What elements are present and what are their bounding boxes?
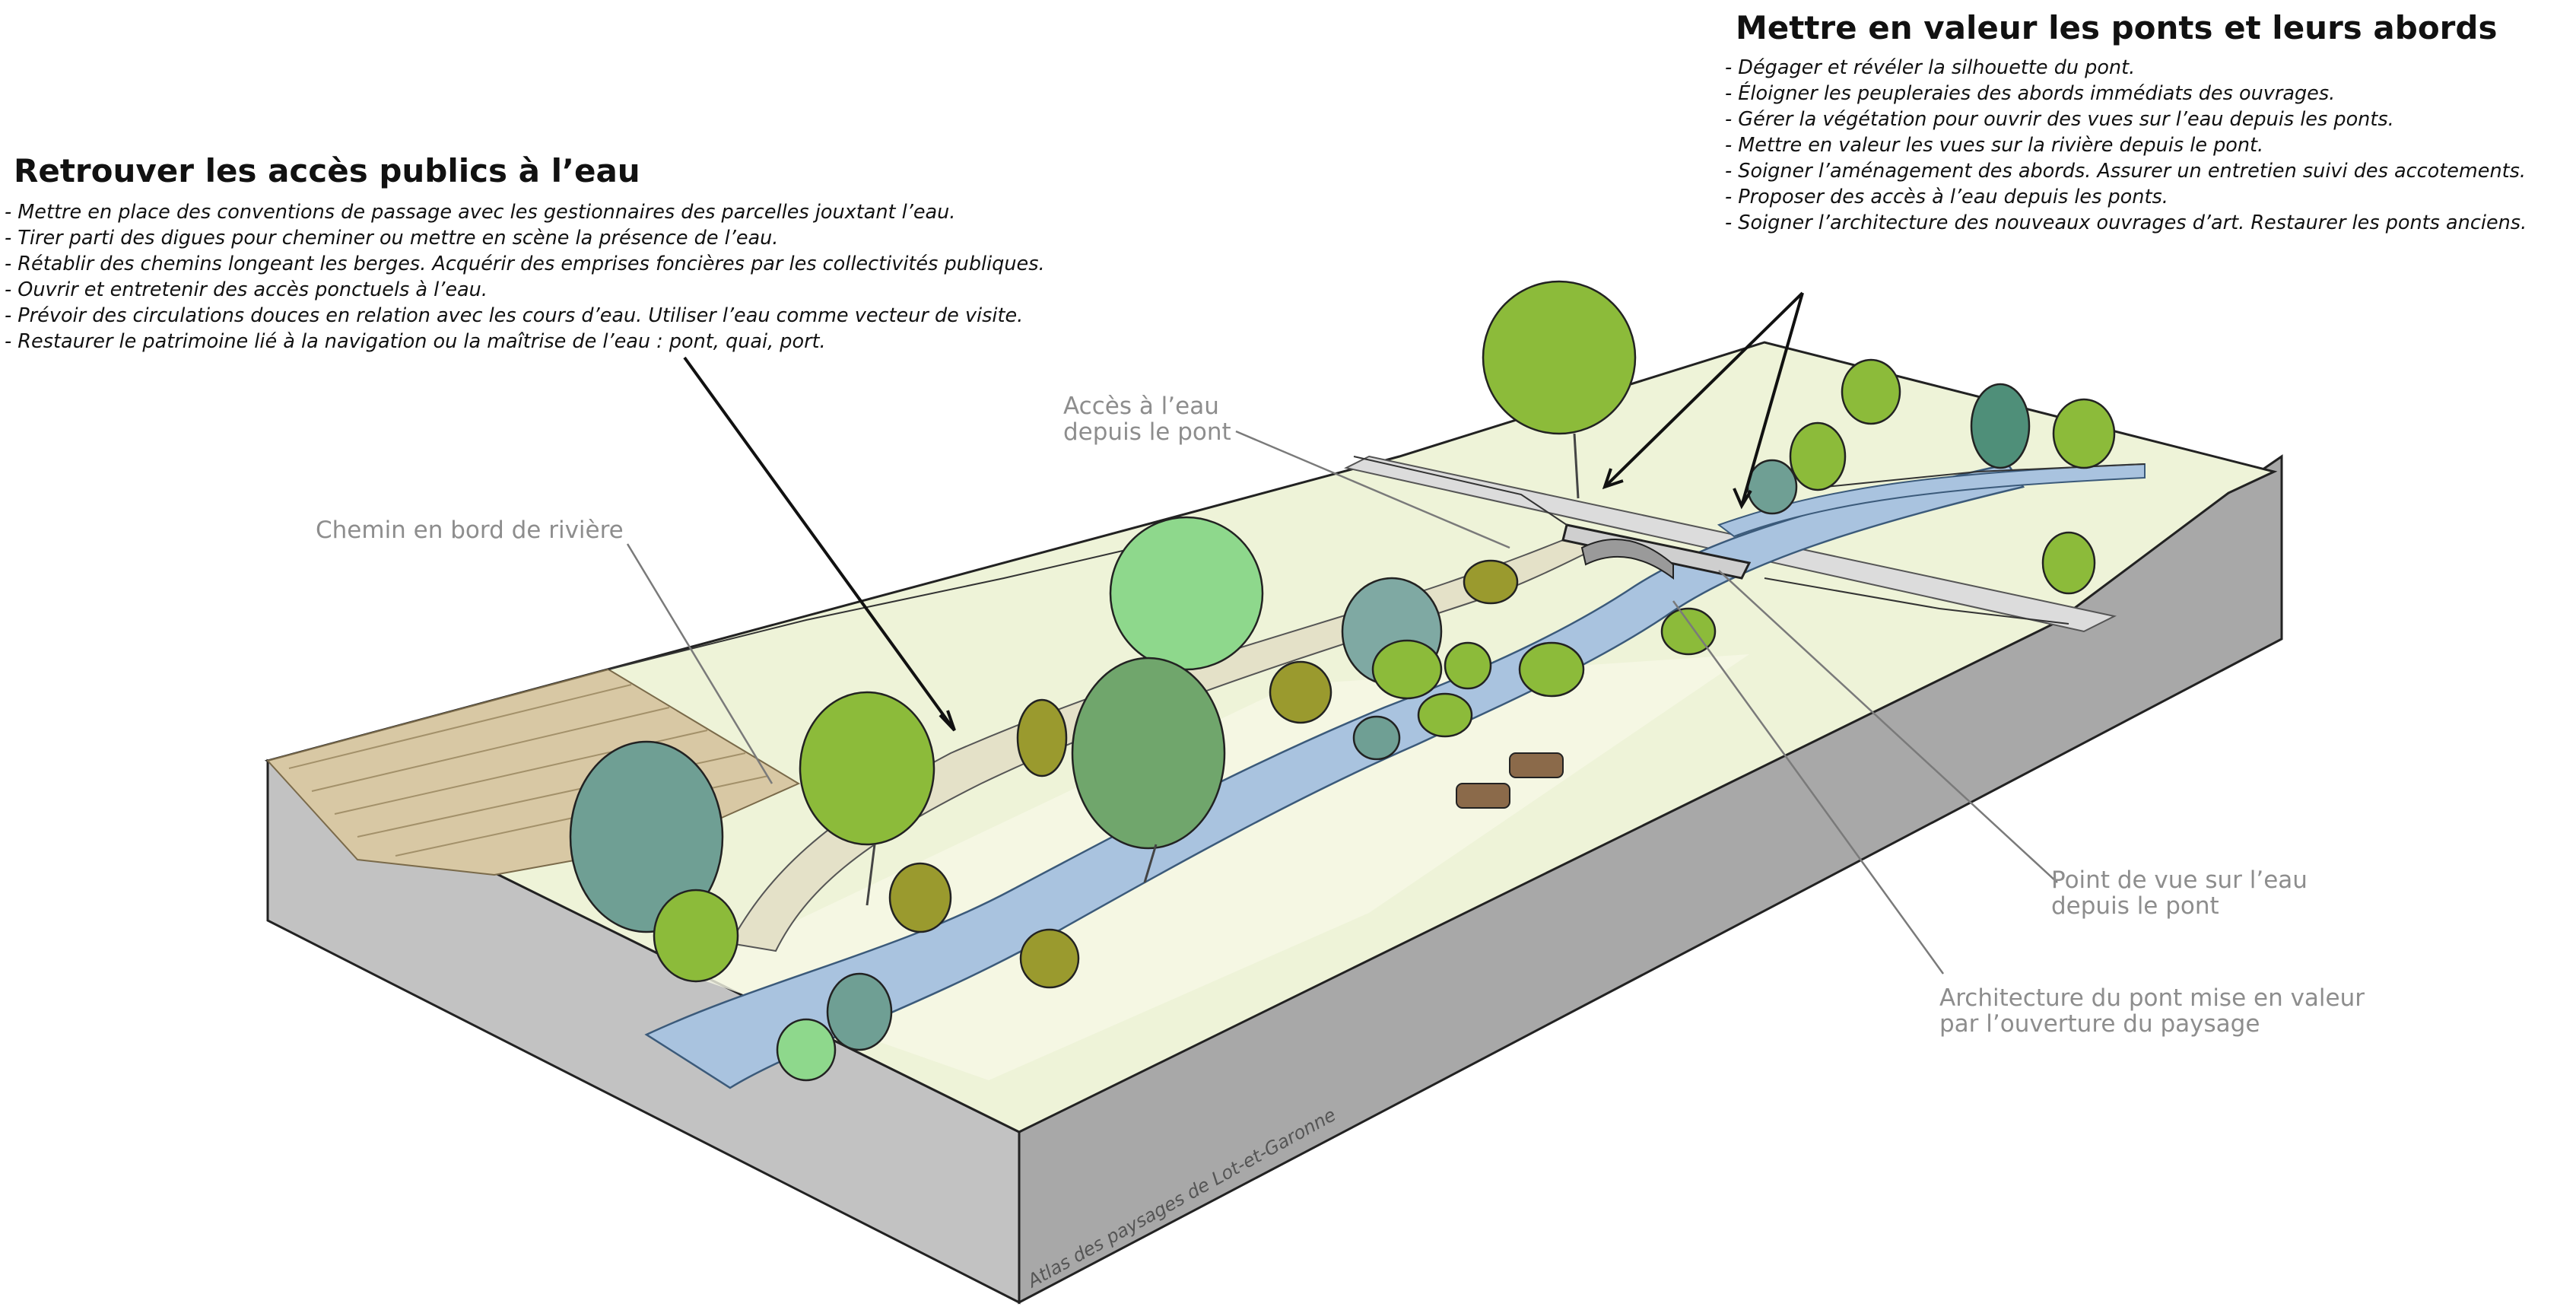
tree [653, 889, 739, 983]
tree [1109, 516, 1264, 671]
right-block-title: Mettre en valeur les ponts et leurs abor… [1736, 9, 2498, 46]
tree [1016, 698, 1068, 777]
tree [1019, 928, 1080, 989]
tree [1841, 358, 1901, 425]
left-block-item: - Ouvrir et entretenir des accès ponctue… [5, 278, 488, 301]
tree [2041, 531, 2096, 595]
tree [1444, 641, 1492, 690]
label-architecture: Architecture du pont mise en valeur par … [1939, 985, 2365, 1037]
tree [826, 972, 893, 1051]
tree [1071, 657, 1226, 850]
label-point-de-vue: Point de vue sur l’eau depuis le pont [2051, 867, 2308, 919]
tree [569, 740, 724, 933]
label-acces: Accès à l’eau depuis le pont [1063, 393, 1231, 445]
bridge [1561, 523, 1752, 580]
side-channel [1717, 463, 2146, 538]
trees [569, 280, 2116, 1082]
label-chemin: Chemin en bord de rivière [316, 517, 624, 544]
cattle [1456, 752, 1564, 809]
tree [1518, 641, 1585, 698]
label-acces-line1: Accès à l’eau [1063, 393, 1219, 420]
tree [1352, 715, 1401, 761]
tree [1463, 559, 1519, 605]
tree [1482, 280, 1637, 435]
annotation-arrows [683, 291, 1804, 732]
tree [1746, 459, 1798, 515]
label-point-de-vue-line2: depuis le pont [2051, 892, 2219, 920]
tree [776, 1018, 837, 1082]
left-block-title: Retrouver les accès publics à l’eau [14, 152, 640, 189]
tree [888, 862, 952, 933]
label-point-de-vue-line1: Point de vue sur l’eau [2051, 866, 2308, 894]
left-block-item: - Mettre en place des conventions de pas… [5, 201, 956, 224]
label-acces-line2: depuis le pont [1063, 418, 1231, 446]
tree [1660, 607, 1717, 656]
right-block-item: - Soigner l’aménagement des abords. Assu… [1725, 160, 2526, 183]
right-block-item: - Soigner l’architecture des nouveaux ou… [1725, 211, 2527, 234]
left-block-item: - Prévoir des circulations douces en rel… [5, 304, 1024, 327]
tree [799, 691, 935, 846]
right-block-item: - Éloigner les peupleraies des abords im… [1725, 82, 2336, 105]
left-block-list: - Mettre en place des conventions de pas… [5, 199, 1045, 355]
tree [1371, 639, 1443, 700]
tree [1970, 383, 2031, 469]
label-architecture-line2: par l’ouverture du paysage [1939, 1010, 2260, 1038]
tree [1789, 421, 1847, 491]
tree [1417, 692, 1473, 738]
label-leaders [626, 430, 2058, 975]
label-architecture-line1: Architecture du pont mise en valeur [1939, 984, 2365, 1012]
tree [2052, 398, 2116, 469]
left-block-item: - Rétablir des chemins longeant les berg… [5, 253, 1045, 275]
left-block-item: - Tirer parti des digues pour cheminer o… [5, 227, 779, 250]
right-block-item: - Proposer des accès à l’eau depuis les … [1725, 186, 2168, 208]
right-block-item: - Mettre en valeur les vues sur la riviè… [1725, 134, 2264, 157]
right-block-item: - Dégager et révéler la silhouette du po… [1725, 56, 2136, 79]
right-block-list: - Dégager et révéler la silhouette du po… [1725, 55, 2527, 236]
left-block-item: - Restaurer le patrimoine lié à la navig… [5, 330, 826, 353]
trunks [866, 433, 1580, 906]
right-block-item: - Gérer la végétation pour ouvrir des vu… [1725, 108, 2394, 131]
tree [1269, 660, 1332, 724]
